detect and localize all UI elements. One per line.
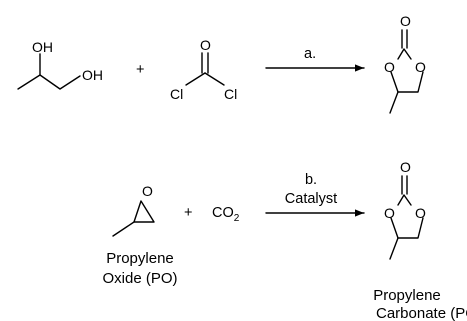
plus-sign-a: + — [136, 62, 144, 78]
plus-sign-b: + — [184, 205, 192, 221]
catalyst-label: Catalyst — [285, 191, 337, 207]
propylene-carbonate-name-line-2: Carbonate (PC — [376, 305, 467, 321]
carbon-dioxide-subscript: 2 — [234, 213, 240, 224]
propylene-oxide-name-line-1: Propylene — [106, 250, 174, 267]
chlorine-right-label: Cl — [224, 86, 237, 102]
epoxide-oxygen-label: O — [142, 183, 153, 199]
carbon-dioxide-formula: CO2 — [212, 205, 240, 224]
chlorine-left-label: Cl — [170, 86, 183, 102]
phosgene-structure: O Cl Cl — [170, 37, 237, 102]
hydroxyl-top-label: OH — [32, 39, 53, 55]
propylene-carbonate-structure-a: O O O — [384, 13, 426, 114]
propylene-oxide-name-line-2: Oxide (PO) — [102, 270, 177, 287]
ring-oxygen-right-label-b: O — [415, 205, 426, 221]
carbonyl-oxygen-label-a: O — [400, 13, 411, 29]
phosgene-oxygen-label: O — [200, 37, 211, 53]
propylene-oxide-structure: O — [112, 183, 155, 237]
hydroxyl-right-label: OH — [82, 67, 103, 83]
ring-oxygen-right-label-a: O — [415, 59, 426, 75]
propylene-glycol-structure: OH OH — [17, 39, 103, 90]
carbon-dioxide-main: CO — [212, 205, 234, 221]
carbonyl-oxygen-label-b: O — [400, 159, 411, 175]
ring-oxygen-left-label-a: O — [384, 59, 395, 75]
ring-oxygen-left-label-b: O — [384, 205, 395, 221]
propylene-carbonate-structure-b: O O O — [384, 159, 426, 260]
propylene-carbonate-name-line-1: Propylene — [373, 287, 441, 304]
step-label-a: a. — [304, 46, 316, 62]
step-label-b: b. — [305, 172, 317, 188]
